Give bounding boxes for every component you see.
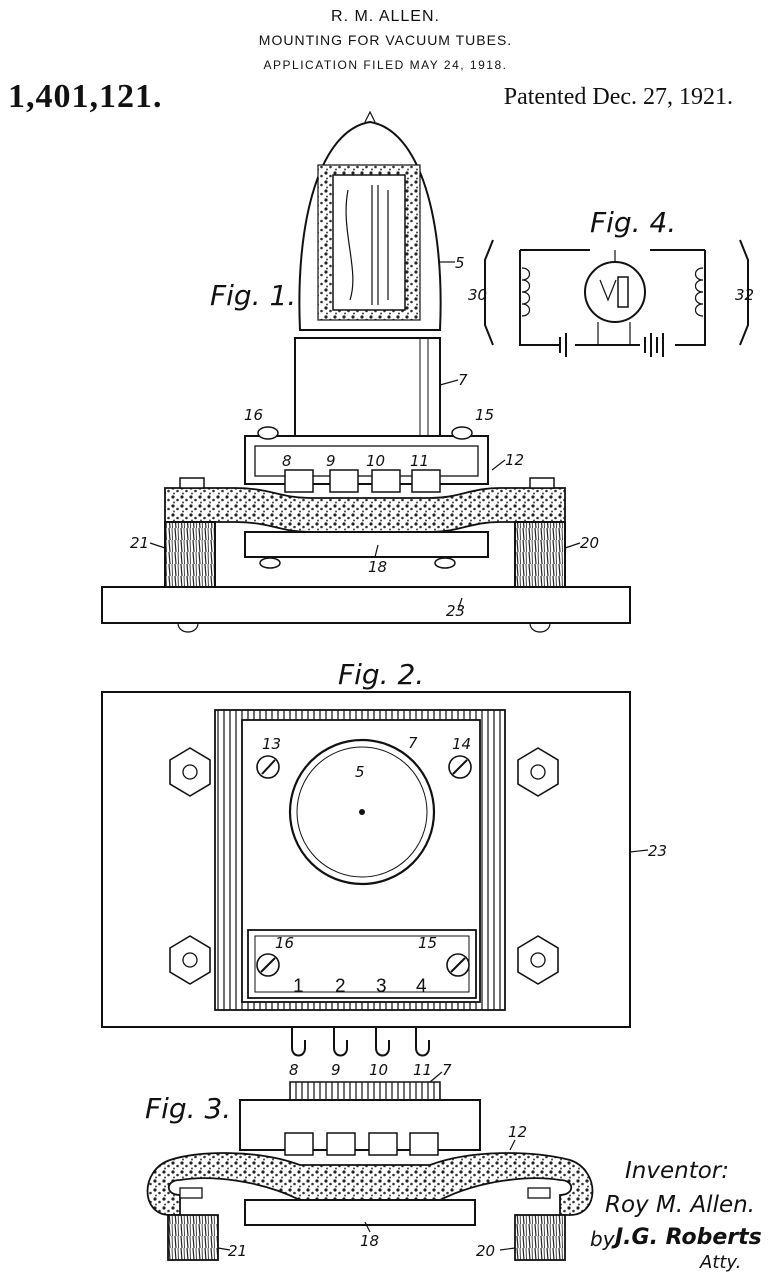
patent-number: 1,401,121.: [8, 78, 163, 115]
fig1-drawing: [101, 110, 631, 633]
ref-label: 7: [408, 734, 418, 752]
ref-label: 32: [735, 286, 754, 304]
ref-label: 7: [458, 371, 468, 389]
terminal-number: 1: [293, 976, 304, 997]
attorney-label: Atty.: [699, 1252, 741, 1273]
fig2-label: Fig. 2.: [338, 658, 424, 691]
ref-label: 9: [326, 452, 336, 470]
ref-label: 16: [244, 406, 263, 424]
patent-title: MOUNTING FOR VACUUM TUBES.: [258, 32, 513, 48]
ref-label: 15: [418, 934, 437, 952]
fig3-drawing: [146, 1071, 594, 1261]
ref-label: 12: [508, 1123, 527, 1141]
ref-label: 15: [475, 406, 494, 424]
terminal-number: 2: [335, 976, 346, 997]
ref-label: 23: [446, 602, 465, 620]
inventor-label: Inventor:: [625, 1158, 729, 1184]
patent-date: Patented Dec. 27, 1921.: [503, 84, 733, 110]
ref-label: 5: [455, 254, 465, 272]
terminal-number: 4: [416, 976, 427, 997]
fig1-ref-numbers: 5 7 16 15 8 9 10 11 12 21 20 18 23: [130, 254, 599, 620]
ref-label: 11: [410, 452, 429, 470]
inventor-header: R. M. ALLEN.: [331, 8, 440, 25]
application-date: APPLICATION FILED MAY 24, 1918.: [263, 58, 508, 72]
fig2-ref-numbers: 13 7 5 14 23 16 15 8 9 10 11: [262, 734, 667, 1079]
ref-label: 23: [648, 842, 667, 860]
ref-label: 30: [468, 286, 487, 304]
terminal-number: 3: [376, 976, 387, 997]
ref-label: 9: [331, 1061, 341, 1079]
ref-label: 18: [368, 558, 387, 576]
ref-label: 13: [262, 735, 281, 753]
fig2-drawing: [101, 691, 649, 1057]
ref-label: 12: [505, 451, 524, 469]
ref-label: 21: [130, 534, 149, 552]
ref-label: 21: [228, 1242, 247, 1260]
ref-label: 20: [476, 1242, 495, 1260]
fig4-circuit: [484, 239, 749, 357]
by-label: by: [590, 1227, 616, 1251]
ref-label: 5: [355, 763, 365, 781]
attorney-signature: J.G. Roberts: [611, 1225, 762, 1250]
ref-label: 8: [282, 452, 292, 470]
ref-label: 10: [369, 1061, 388, 1079]
fig2-terminal-numbers: 1 2 3 4: [293, 976, 427, 997]
inventor-name: Roy M. Allen.: [605, 1192, 755, 1218]
ref-label: 18: [360, 1232, 379, 1250]
signature-block: Inventor: Roy M. Allen. by J.G. Roberts …: [590, 1158, 762, 1273]
ref-label: 20: [580, 534, 599, 552]
fig3-ref-numbers: 7 12 18 21 20: [228, 1061, 527, 1260]
ref-label: 11: [413, 1061, 432, 1079]
ref-label: 8: [289, 1061, 299, 1079]
fig3-label: Fig. 3.: [145, 1092, 231, 1125]
ref-label: 16: [275, 934, 294, 952]
fig4-label: Fig. 4.: [590, 206, 676, 239]
ref-label: 7: [442, 1061, 452, 1079]
ref-label: 14: [452, 735, 471, 753]
ref-label: 10: [366, 452, 385, 470]
fig1-label: Fig. 1.: [210, 279, 296, 312]
